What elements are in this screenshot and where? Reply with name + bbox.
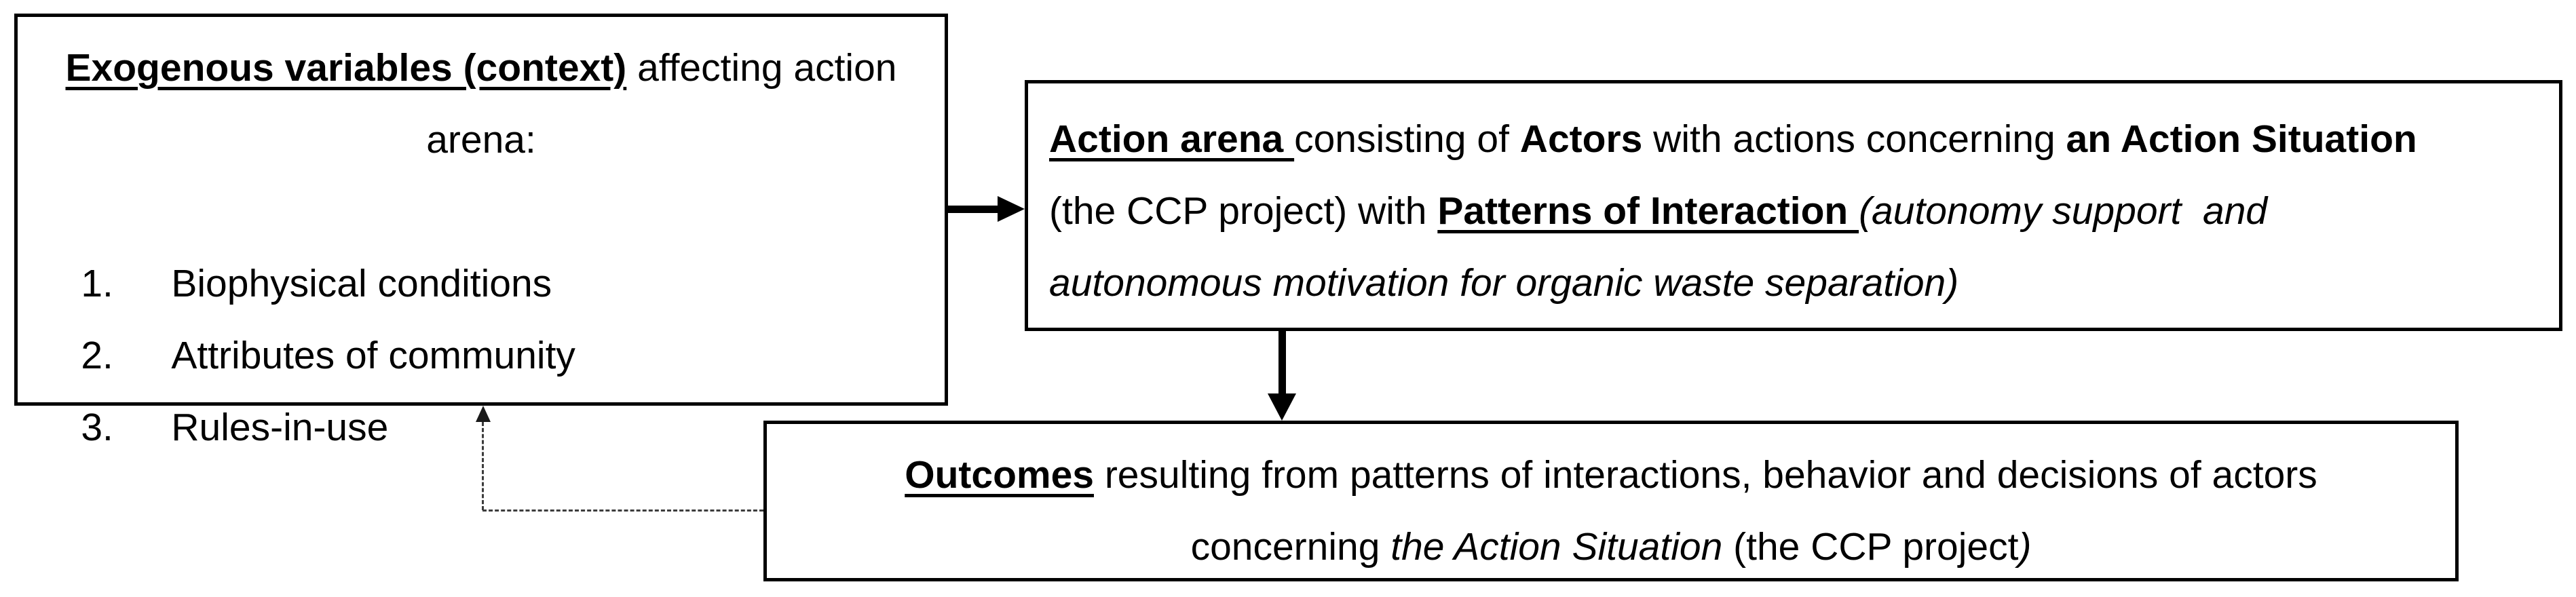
arrow-action-to-outcomes-shaft — [1278, 331, 1286, 395]
text-run: affecting action — [626, 46, 897, 90]
text-run: arena: — [426, 118, 536, 161]
exogenous-heading-line-2: arena: — [18, 104, 945, 176]
list-item-label: Biophysical conditions — [171, 262, 552, 305]
text-run: (the CCP project — [1722, 525, 2019, 569]
list-item-rules: 3. Rules-in-use — [18, 320, 945, 449]
text-run: Exogenous variables (context) — [65, 46, 627, 90]
list-item-number: 2. — [81, 334, 113, 377]
arrow-exogenous-to-action-head-icon — [998, 196, 1025, 222]
arrow-action-to-outcomes-head-icon — [1268, 393, 1296, 421]
text-run: concerning — [1190, 525, 1391, 569]
text-run: Outcomes — [905, 453, 1094, 497]
action-arena-line-1: Action arena consisting of Actors with a… — [1049, 103, 2538, 175]
text-run: consisting of — [1294, 117, 1520, 161]
action-arena-box: Action arena consisting of Actors with a… — [1025, 80, 2562, 331]
outcomes-box: Outcomes resulting from patterns of inte… — [763, 421, 2459, 581]
list-item-label: Rules-in-use — [171, 406, 389, 449]
text-run: the Action Situation — [1390, 525, 1723, 569]
list-item-number: 1. — [81, 262, 113, 305]
exogenous-heading-line-1: Exogenous variables (context) affecting … — [18, 32, 945, 104]
arrow-exogenous-to-action-shaft — [948, 206, 999, 213]
text-run: ) — [2018, 525, 2032, 569]
text-run: autonomous motivation for organic waste … — [1049, 261, 1959, 305]
text-run: with actions concerning — [1642, 117, 2066, 161]
arrow-feedback-head-icon — [476, 406, 491, 422]
list-item-label: Attributes of community — [171, 334, 575, 377]
text-run: (autonomy support and — [1859, 189, 2268, 233]
outcomes-line-2: concerning the Action Situation (the CCP… — [767, 511, 2455, 583]
text-run: Action arena — [1049, 117, 1295, 161]
text-run: Patterns of Interaction — [1437, 189, 1859, 233]
arrow-feedback-horizontal-segment — [482, 509, 763, 512]
action-arena-line-2: (the CCP project) with Patterns of Inter… — [1049, 175, 2538, 247]
text-run: Actors — [1519, 117, 1643, 161]
action-arena-line-3: autonomous motivation for organic waste … — [1049, 247, 2538, 319]
outcomes-line-1: Outcomes resulting from patterns of inte… — [767, 439, 2455, 511]
list-item-number: 3. — [81, 406, 113, 449]
list-item-biophysical: 1. Biophysical conditions — [18, 176, 945, 305]
arrow-feedback-vertical-segment — [482, 422, 484, 510]
exogenous-variables-box: Exogenous variables (context) affecting … — [14, 14, 948, 449]
list-item-attributes: 2. Attributes of community — [18, 248, 945, 377]
text-run: an Action Situation — [2066, 117, 2417, 161]
text-run: resulting from patterns of interactions,… — [1093, 453, 2317, 497]
text-run: (the CCP project) with — [1049, 189, 1438, 233]
